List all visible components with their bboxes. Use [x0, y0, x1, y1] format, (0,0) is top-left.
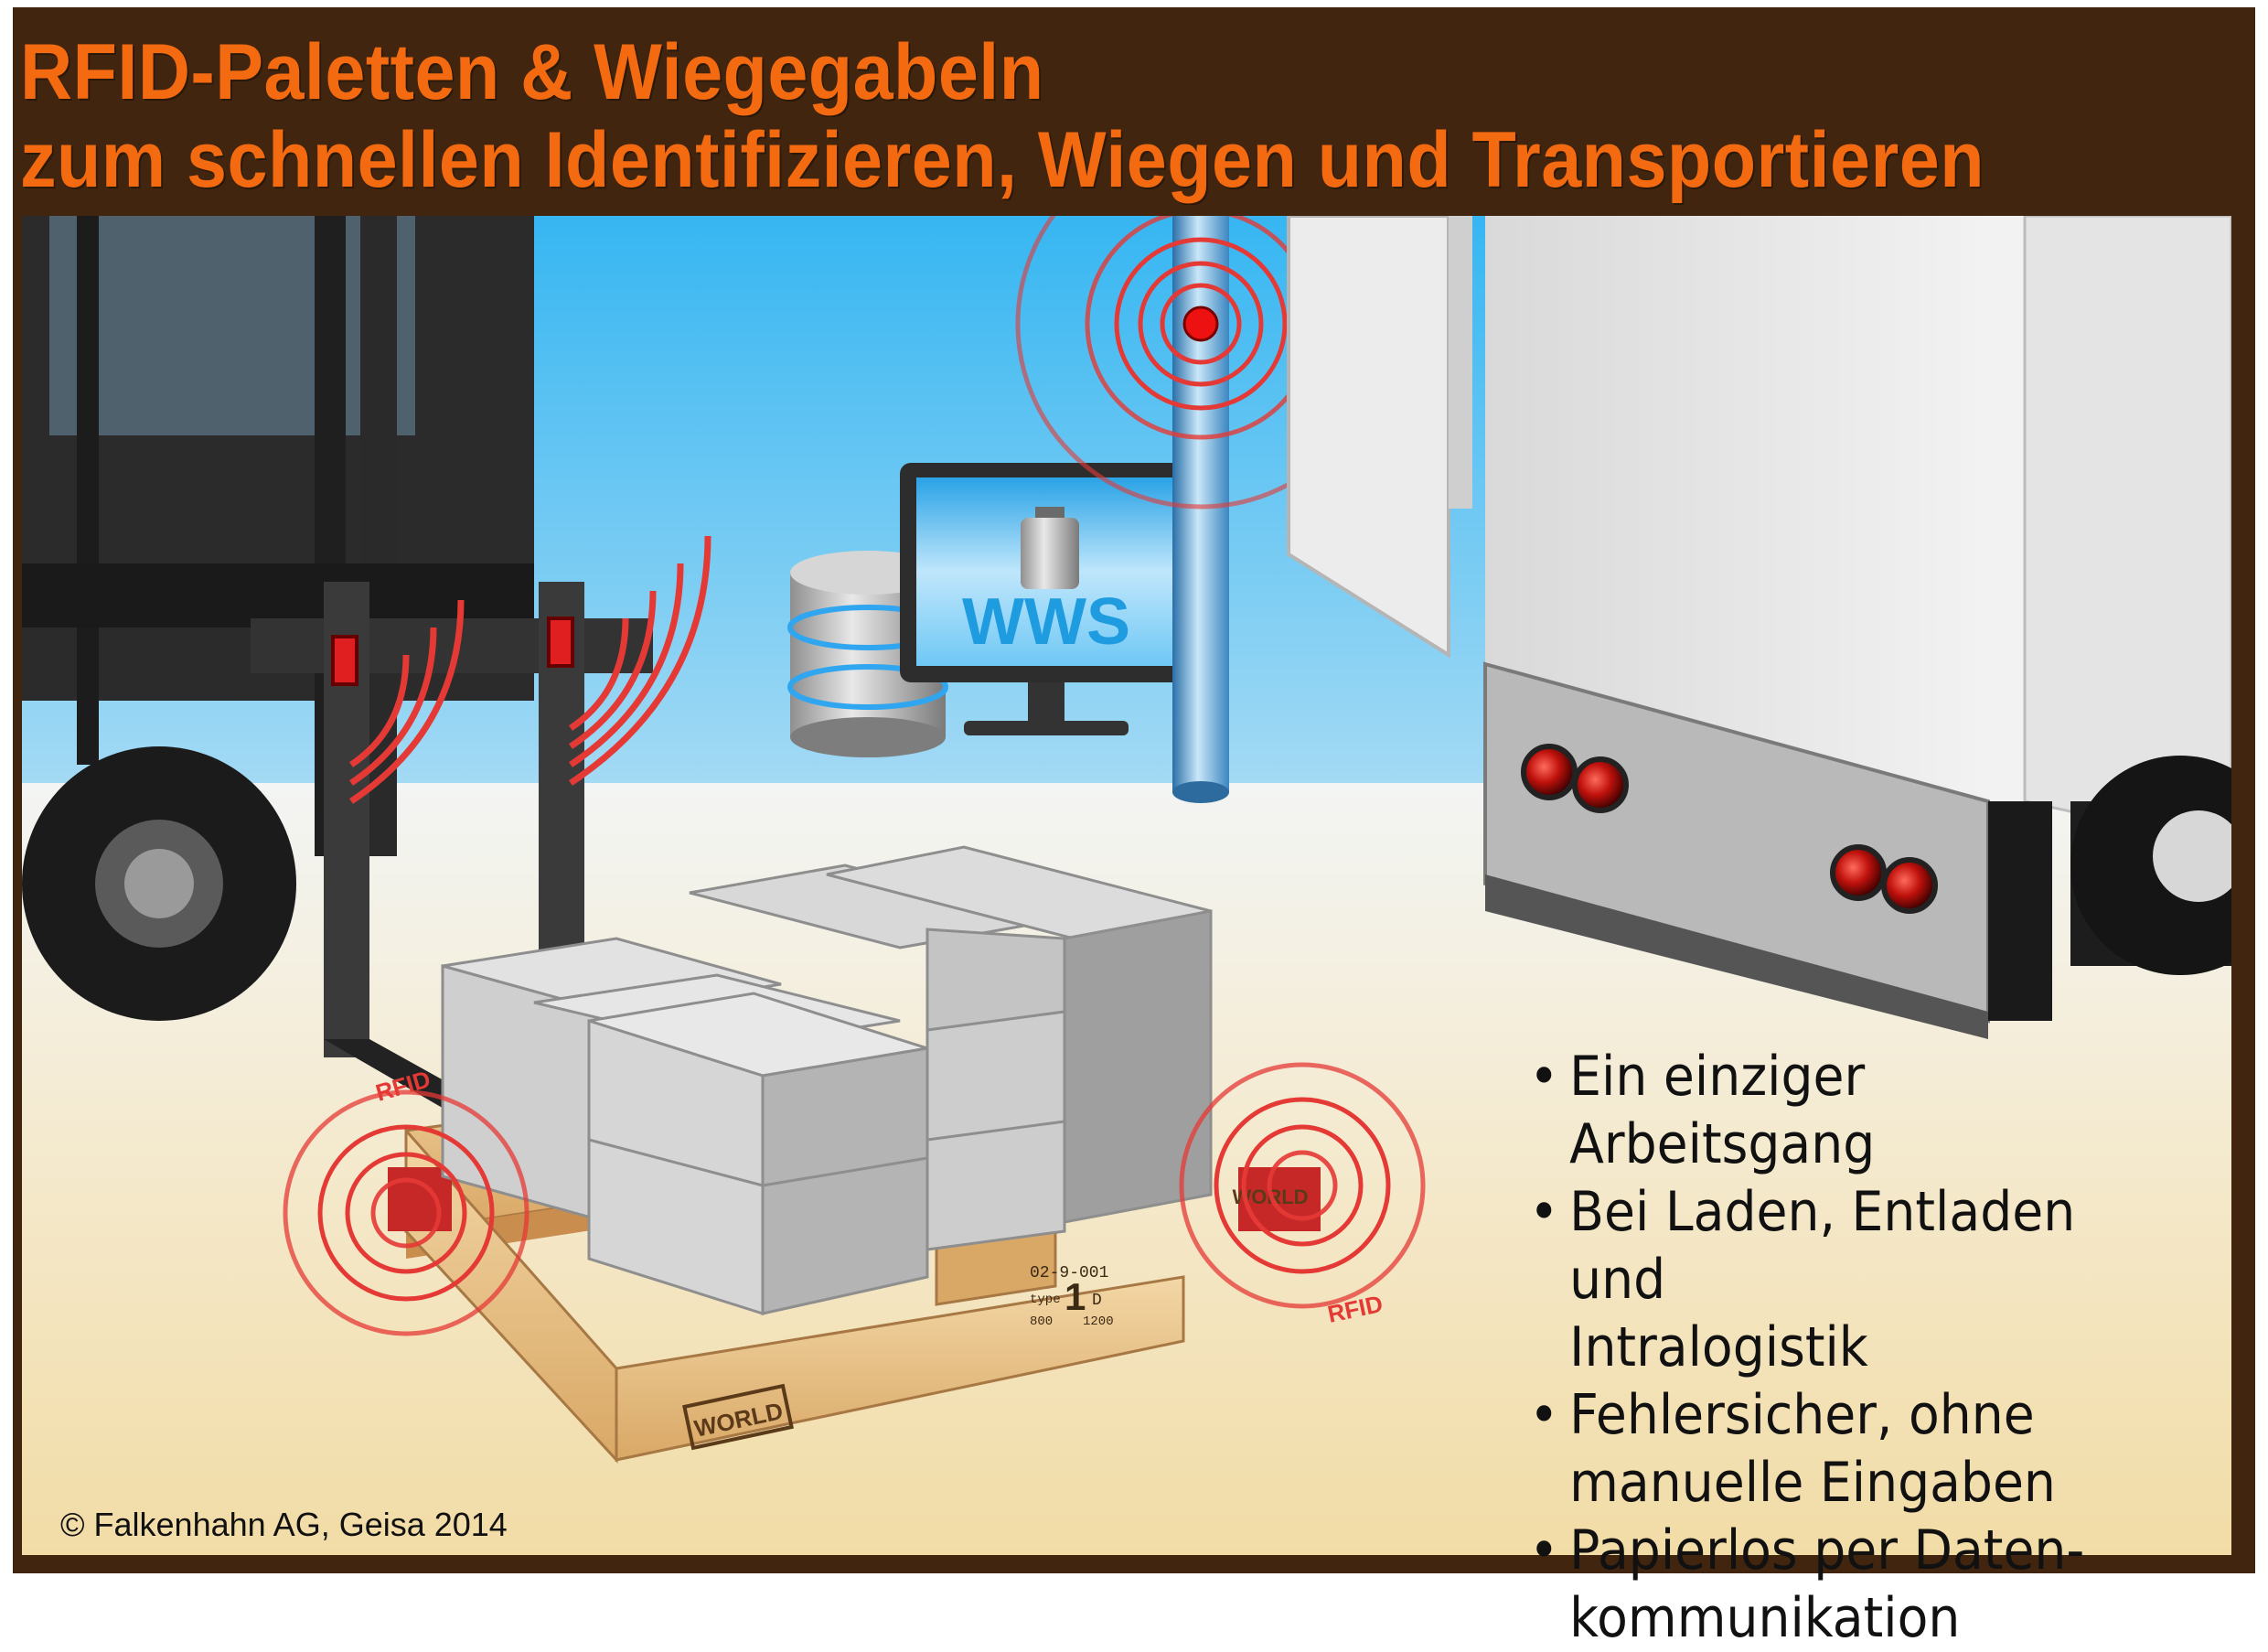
- rfid-rings-right: [1179, 1062, 1426, 1309]
- truck-trailer: [1287, 216, 2231, 1039]
- weight-icon: [1021, 507, 1079, 589]
- pallet-stamp-big: 1: [1064, 1275, 1086, 1318]
- feature-list: •Ein einziger Arbeitsgang•Bei Laden, Ent…: [1529, 1043, 2134, 1652]
- feature-text-line: Ein einziger Arbeitsgang: [1569, 1045, 1876, 1176]
- bullet-dot: •: [1529, 1180, 1559, 1244]
- bullet-dot: •: [1529, 1045, 1559, 1109]
- pallet-stamp-d: D: [1092, 1292, 1102, 1310]
- bullet-dot: •: [1529, 1518, 1559, 1582]
- boxes: [441, 845, 1213, 1316]
- pallet-stamp-1: 02-9-001: [1030, 1264, 1108, 1282]
- illustration-scene: WWS: [22, 216, 2231, 1555]
- rfid-antenna-pole: [1172, 216, 1229, 803]
- title-line-1: RFID-Paletten & Wiegegabeln: [20, 28, 1044, 116]
- feature-item: •Papierlos per Daten-kommunikation: [1529, 1517, 2134, 1652]
- feature-text-line: Papierlos per Daten-: [1569, 1518, 2085, 1582]
- image-frame: RFID-Paletten & Wiegegabeln zum schnelle…: [13, 7, 2255, 1650]
- pallet-stamp-800: 800: [1030, 1314, 1053, 1329]
- feature-text-line: manuelle Eingaben: [1569, 1451, 2056, 1515]
- feature-item: •Ein einziger Arbeitsgang: [1529, 1043, 2134, 1178]
- fork-signal-right: [569, 535, 711, 786]
- scene-svg: WWS: [22, 216, 2231, 1555]
- title-line-2: zum schnellen Identifizieren, Wiegen und…: [20, 116, 1984, 204]
- feature-text-line: Bei Laden, Entladen und: [1569, 1180, 2076, 1312]
- pallet-stamp-2: type: [1030, 1293, 1061, 1307]
- copyright-notice: © Falkenhahn AG, Geisa 2014: [60, 1506, 508, 1543]
- pallet-stamp-1200: 1200: [1083, 1314, 1114, 1329]
- bullet-dot: •: [1529, 1383, 1559, 1447]
- rfid-rings-left: [283, 1089, 530, 1336]
- feature-text-line: Fehlersicher, ohne: [1569, 1383, 2035, 1447]
- screen-label: WWS: [962, 585, 1130, 659]
- fork-signal-left: [349, 599, 465, 804]
- monitor-icon: WWS: [900, 463, 1193, 735]
- feature-text-line: Intralogistik: [1569, 1315, 1868, 1379]
- feature-text-line: kommunikation: [1569, 1586, 1961, 1650]
